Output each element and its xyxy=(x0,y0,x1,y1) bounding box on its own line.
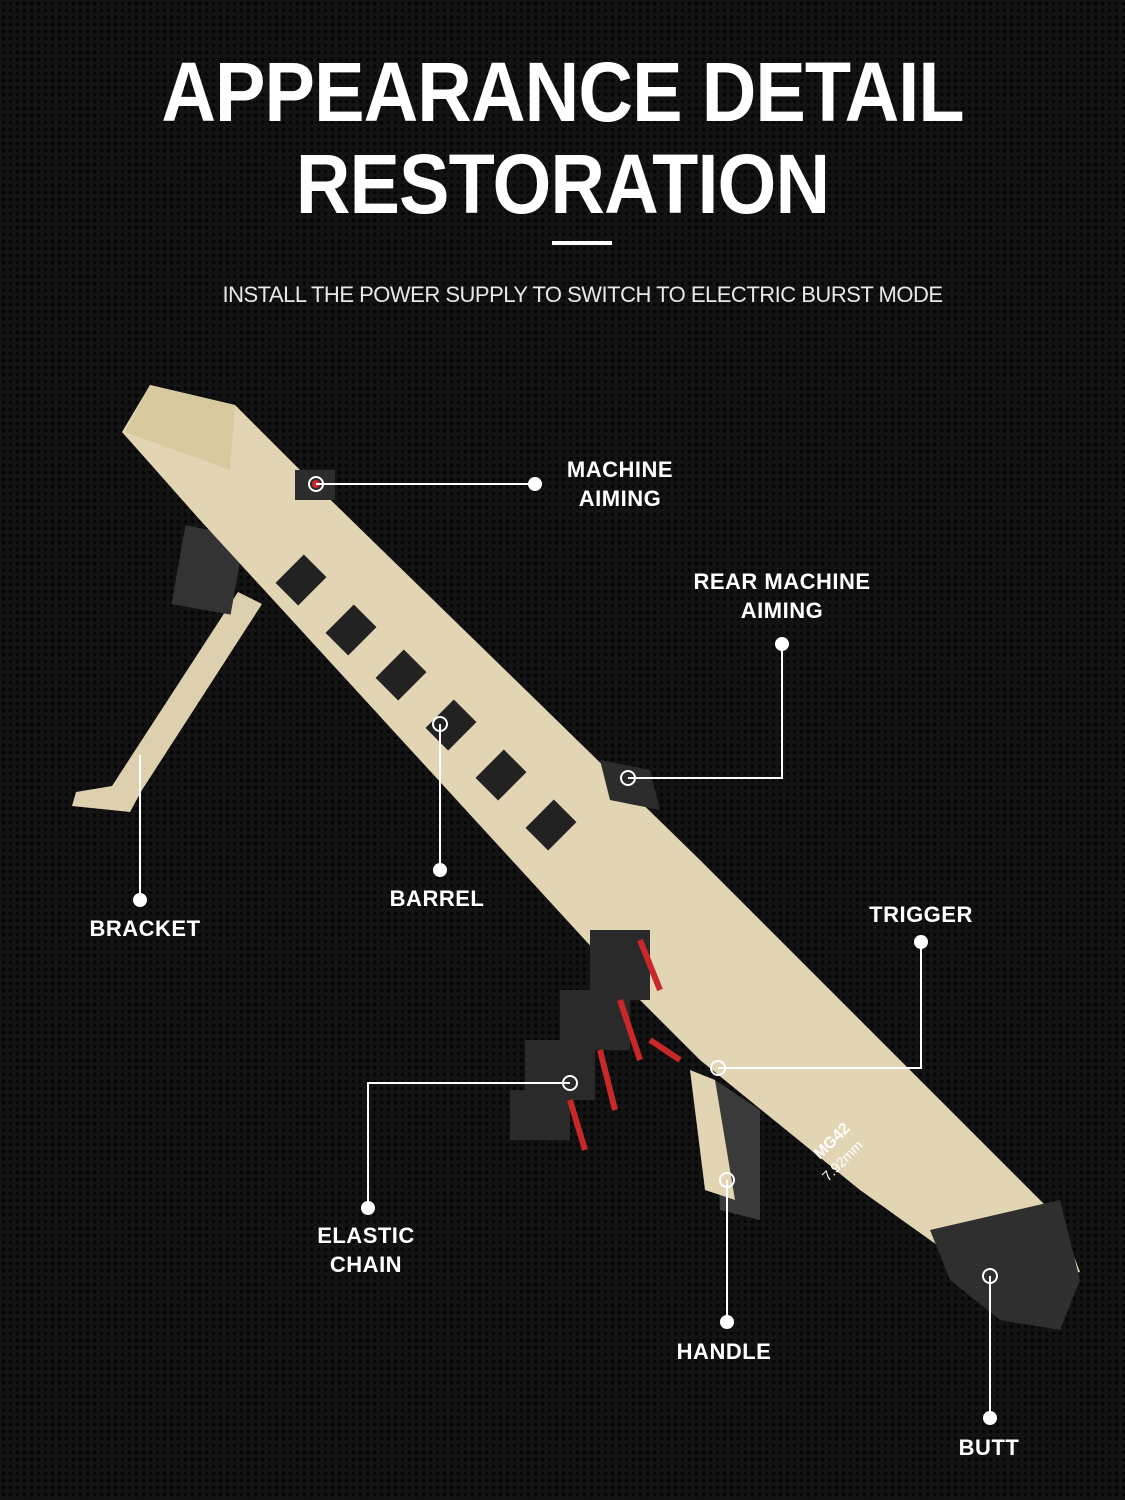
label-barrel: BARREL xyxy=(389,886,485,911)
barrel-shroud-top xyxy=(125,385,235,470)
title-divider xyxy=(552,241,612,245)
label-rear-machine-aiming: REAR MACHINE AIMING xyxy=(693,567,870,625)
title-line-1: APPEARANCE DETAIL xyxy=(161,45,964,139)
callout-rings xyxy=(308,476,998,1284)
butt xyxy=(930,1200,1080,1330)
elastic-chain xyxy=(510,930,650,1140)
callout-dots xyxy=(133,477,997,1425)
bipod-bracket xyxy=(72,592,262,812)
label-line: REAR MACHINE xyxy=(693,569,871,594)
label-line: AIMING xyxy=(740,598,824,623)
label-line: ELASTIC xyxy=(317,1223,415,1248)
label-handle: HANDLE xyxy=(676,1339,772,1364)
label-machine-aiming: MACHINE AIMING xyxy=(567,455,673,513)
barrel-slots xyxy=(275,554,577,851)
label-bracket: BRACKET xyxy=(89,916,201,941)
subtitle: INSTALL THE POWER SUPPLY TO SWITCH TO EL… xyxy=(222,282,943,307)
elastic-bands xyxy=(567,938,682,1151)
label-line: CHAIN xyxy=(329,1252,403,1277)
label-elastic-chain: ELASTIC CHAIN xyxy=(317,1221,415,1279)
gun-body xyxy=(122,385,1080,1290)
callout-lines xyxy=(139,483,991,1418)
label-butt: BUTT xyxy=(958,1435,1020,1460)
label-line: MACHINE xyxy=(566,457,674,482)
label-line: AIMING xyxy=(578,486,662,511)
title-line-2: RESTORATION xyxy=(295,137,830,231)
label-trigger: TRIGGER xyxy=(869,902,973,927)
